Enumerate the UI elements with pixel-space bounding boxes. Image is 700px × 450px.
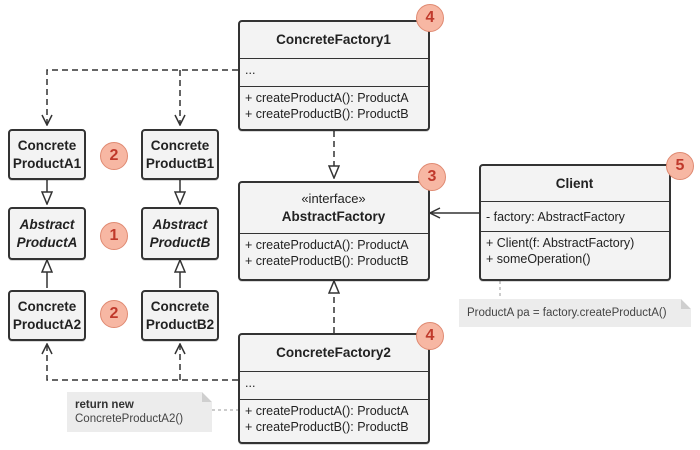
- product-name-line: Concrete: [17, 137, 77, 153]
- product-name-line: ProductA: [16, 234, 78, 250]
- method: + createProductA(): ProductA: [245, 91, 409, 105]
- class-fields: ...: [240, 371, 428, 399]
- concrete-product-a2: Concrete ProductA2: [8, 290, 86, 341]
- step-badge: 2: [100, 300, 128, 328]
- product-name-line: Abstract: [152, 216, 208, 232]
- step-badge: 1: [100, 222, 128, 250]
- method: + createProductB(): ProductB: [245, 254, 409, 268]
- concrete-product-a1: Concrete ProductA1: [8, 129, 86, 180]
- note-keyword: return new: [75, 399, 134, 411]
- client-class: Client - factory: AbstractFactory + Clie…: [479, 164, 671, 281]
- product-name-line: Concrete: [17, 298, 77, 314]
- product-name-line: Abstract: [19, 216, 75, 232]
- product-name-line: ProductB1: [145, 155, 215, 171]
- client-code-note: ProductA pa = factory.createProductA(): [459, 299, 691, 327]
- step-badge: 3: [418, 163, 446, 191]
- step-badge: 4: [416, 322, 444, 350]
- concrete-product-b2: Concrete ProductB2: [141, 290, 219, 341]
- product-name-line: ProductB: [149, 234, 211, 250]
- dependency-cf2-to-productA2: [47, 344, 238, 381]
- note-text: ProductA pa = factory.createProductA(): [467, 307, 667, 319]
- abstract-product-b: Abstract ProductB: [141, 207, 219, 260]
- method: + someOperation(): [486, 252, 591, 266]
- concrete-factory-2-class: ConcreteFactory2 ... + createProductA():…: [238, 333, 430, 444]
- class-fields: ...: [240, 58, 428, 86]
- method: + createProductB(): ProductB: [245, 420, 409, 434]
- step-badge: 2: [100, 142, 128, 170]
- step-badge: 5: [666, 152, 694, 180]
- class-name: ConcreteFactory2: [276, 345, 391, 360]
- stereotype: «interface»: [301, 191, 366, 206]
- concrete-product-b1: Concrete ProductB1: [141, 129, 219, 180]
- step-badge: 4: [416, 4, 444, 32]
- note-fold: [681, 299, 691, 309]
- abstract-product-a: Abstract ProductA: [8, 207, 86, 260]
- class-fields: - factory: AbstractFactory: [481, 201, 669, 231]
- product-name-line: Concrete: [150, 137, 210, 153]
- factory2-code-note: return new ConcreteProductA2(): [67, 392, 212, 432]
- class-methods: + Client(f: AbstractFactory) + someOpera…: [481, 231, 669, 279]
- dependency-cf1-to-productA1: [47, 69, 238, 125]
- product-name-line: Concrete: [150, 298, 210, 314]
- class-name: ConcreteFactory1: [276, 32, 391, 47]
- class-methods: + createProductA(): ProductA + createPro…: [240, 86, 428, 129]
- class-methods: + createProductA(): ProductA + createPro…: [240, 233, 428, 279]
- method: + createProductA(): ProductA: [245, 238, 409, 252]
- product-name-line: ProductB2: [145, 316, 215, 332]
- note-text: ConcreteProductA2(): [75, 413, 184, 425]
- method: + createProductB(): ProductB: [245, 107, 409, 121]
- product-name-line: ProductA1: [12, 155, 82, 171]
- class-title: AbstractFactory: [281, 209, 386, 224]
- class-methods: + createProductA(): ProductA + createPro…: [240, 399, 428, 442]
- method: + createProductA(): ProductA: [245, 404, 409, 418]
- method: + Client(f: AbstractFactory): [486, 236, 635, 250]
- class-name: «interface» AbstractFactory: [240, 183, 428, 233]
- product-name-line: ProductA2: [12, 316, 82, 332]
- class-name: Client: [555, 175, 594, 191]
- abstract-factory-interface: «interface» AbstractFactory + createProd…: [238, 181, 430, 281]
- concrete-factory-1-class: ConcreteFactory1 ... + createProductA():…: [238, 20, 430, 131]
- note-fold: [202, 392, 212, 402]
